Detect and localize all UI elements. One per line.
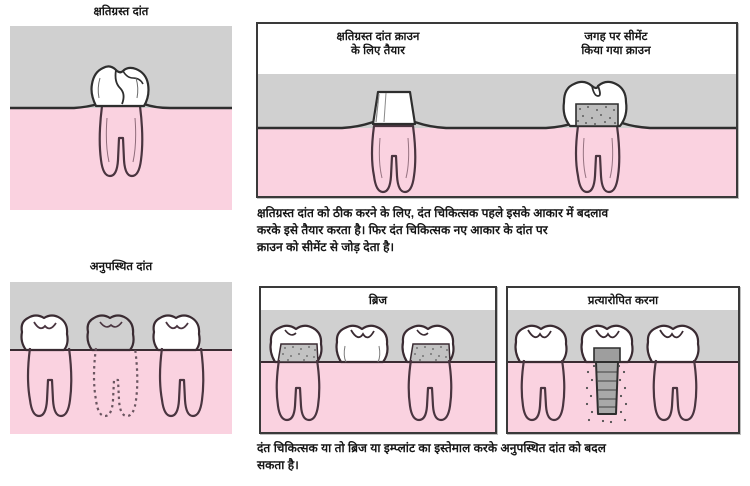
bridge-panel-title: ब्रिज bbox=[368, 295, 388, 307]
crown-procedure-scene bbox=[258, 24, 736, 196]
bridge-scene bbox=[261, 288, 495, 432]
missing-tooth-description-paragraph: दंत चिकित्सक या तो ब्रिज या इम्प्लांट का… bbox=[257, 440, 743, 474]
paragraph-line: सकता है। bbox=[257, 458, 299, 473]
caption-prepared-line2: के लिए तैयार bbox=[350, 45, 406, 58]
missing-tooth-illustration bbox=[10, 282, 232, 434]
missing-tooth-label: अनुपस्थित दांत bbox=[89, 261, 153, 273]
damaged-tooth-label: क्षतिग्रस्त दांत bbox=[93, 6, 149, 18]
caption-cemented-line2: किया गया क्राउन bbox=[581, 45, 651, 58]
implant-panel: प्रत्यारोपित करना bbox=[506, 286, 740, 434]
paragraph-line: दंत चिकित्सक या तो ब्रिज या इम्प्लांट का… bbox=[257, 441, 606, 455]
crown-procedure-panel: क्षतिग्रस्त दांत क्राउन के लिए तैयार जगह… bbox=[256, 22, 738, 198]
paragraph-line: करके इसे तैयार करता है। फिर दंत चिकित्सक… bbox=[257, 223, 548, 238]
crown-description-paragraph: क्षतिग्रस्त दांत को ठीक करने के लिए, दंत… bbox=[257, 205, 743, 256]
caption-prepared-line1: क्षतिग्रस्त दांत क्राउन bbox=[336, 31, 420, 43]
bridge-panel: ब्रिज bbox=[259, 286, 497, 434]
implant-panel-title: प्रत्यारोपित करना bbox=[587, 295, 659, 307]
damaged-tooth-illustration bbox=[10, 26, 232, 210]
implant-scene bbox=[508, 288, 738, 432]
caption-cemented-line1: जगह पर सीमेंट bbox=[584, 31, 648, 43]
paragraph-line: क्राउन को सीमेंट से जोड़ देता है। bbox=[257, 240, 395, 255]
paragraph-line: क्षतिग्रस्त दांत को ठीक करने के लिए, दंत… bbox=[257, 206, 609, 220]
